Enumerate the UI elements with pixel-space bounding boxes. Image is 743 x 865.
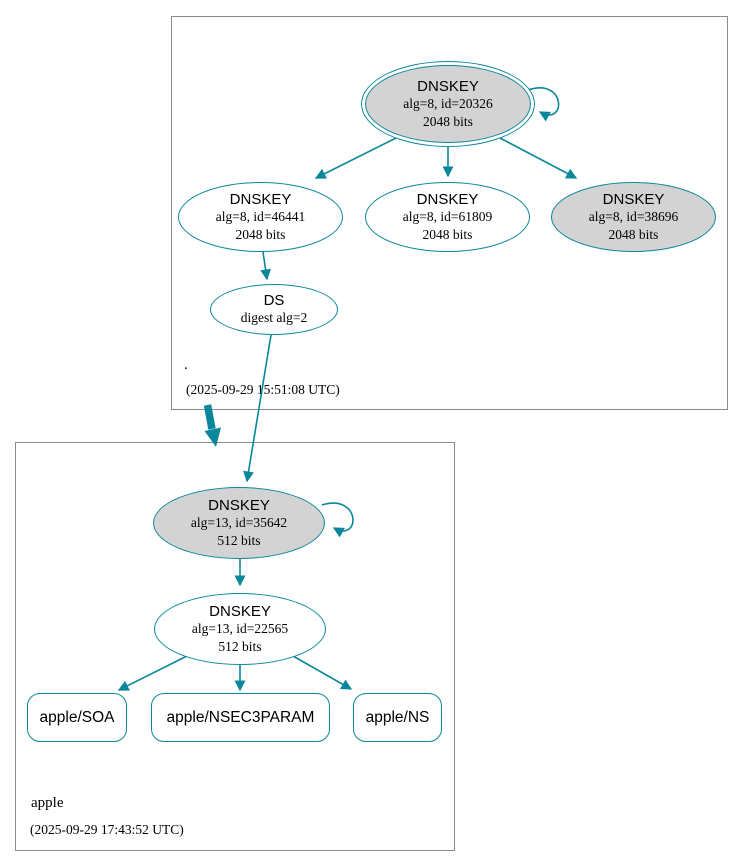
rrset-label: apple/NS [365, 708, 430, 726]
node-dnskey-20326[interactable]: DNSKEY alg=8, id=20326 2048 bits [361, 61, 535, 147]
node-detail: 2048 bits [608, 226, 659, 242]
node-title: DNSKEY [229, 190, 292, 208]
node-title: DS [263, 292, 285, 310]
node-title: DNSKEY [602, 190, 665, 208]
zone-cluster-apple [15, 442, 455, 851]
zone-timestamp-root: (2025-09-29 15:51:08 UTC) [186, 382, 340, 397]
node-detail: 2048 bits [235, 226, 286, 242]
node-detail: alg=13, id=22565 [191, 621, 289, 637]
node-detail: digest alg=2 [240, 310, 308, 326]
rrset-label: apple/SOA [39, 708, 115, 726]
rrset-label: apple/NSEC3PARAM [166, 708, 315, 726]
node-rrset-apple-ns[interactable]: apple/NS [353, 693, 442, 742]
zone-label-root: . [184, 357, 188, 373]
node-dnskey-35642[interactable]: DNSKEY alg=13, id=35642 512 bits [153, 487, 325, 559]
node-dnskey-22565[interactable]: DNSKEY alg=13, id=22565 512 bits [154, 593, 326, 665]
node-title: DNSKEY [416, 190, 479, 208]
node-ds[interactable]: DS digest alg=2 [210, 284, 338, 335]
node-dnskey-61809[interactable]: DNSKEY alg=8, id=61809 2048 bits [365, 182, 530, 252]
node-title: DNSKEY [208, 496, 270, 514]
node-title: DNSKEY [209, 602, 271, 620]
node-detail: 2048 bits [422, 226, 473, 242]
node-detail: 512 bits [218, 638, 262, 654]
node-dnskey-20326-inner: DNSKEY alg=8, id=20326 2048 bits [365, 65, 531, 143]
node-detail: alg=8, id=38696 [588, 209, 679, 225]
node-title: DNSKEY [417, 77, 479, 95]
node-detail: alg=8, id=20326 [403, 96, 493, 112]
node-detail: 512 bits [217, 532, 261, 548]
node-detail: alg=8, id=46441 [215, 209, 306, 225]
node-detail: 2048 bits [423, 113, 473, 129]
zone-label-apple: apple [31, 795, 64, 811]
node-rrset-apple-nsec3param[interactable]: apple/NSEC3PARAM [151, 693, 330, 742]
node-dnskey-46441[interactable]: DNSKEY alg=8, id=46441 2048 bits [178, 182, 343, 252]
node-dnskey-38696[interactable]: DNSKEY alg=8, id=38696 2048 bits [551, 182, 716, 252]
edge-zone-delegation [203, 404, 221, 447]
zone-cluster-root [171, 16, 728, 410]
node-detail: alg=8, id=61809 [402, 209, 493, 225]
node-rrset-apple-soa[interactable]: apple/SOA [27, 693, 127, 742]
zone-timestamp-apple: (2025-09-29 17:43:52 UTC) [30, 822, 184, 837]
node-detail: alg=13, id=35642 [190, 515, 288, 531]
